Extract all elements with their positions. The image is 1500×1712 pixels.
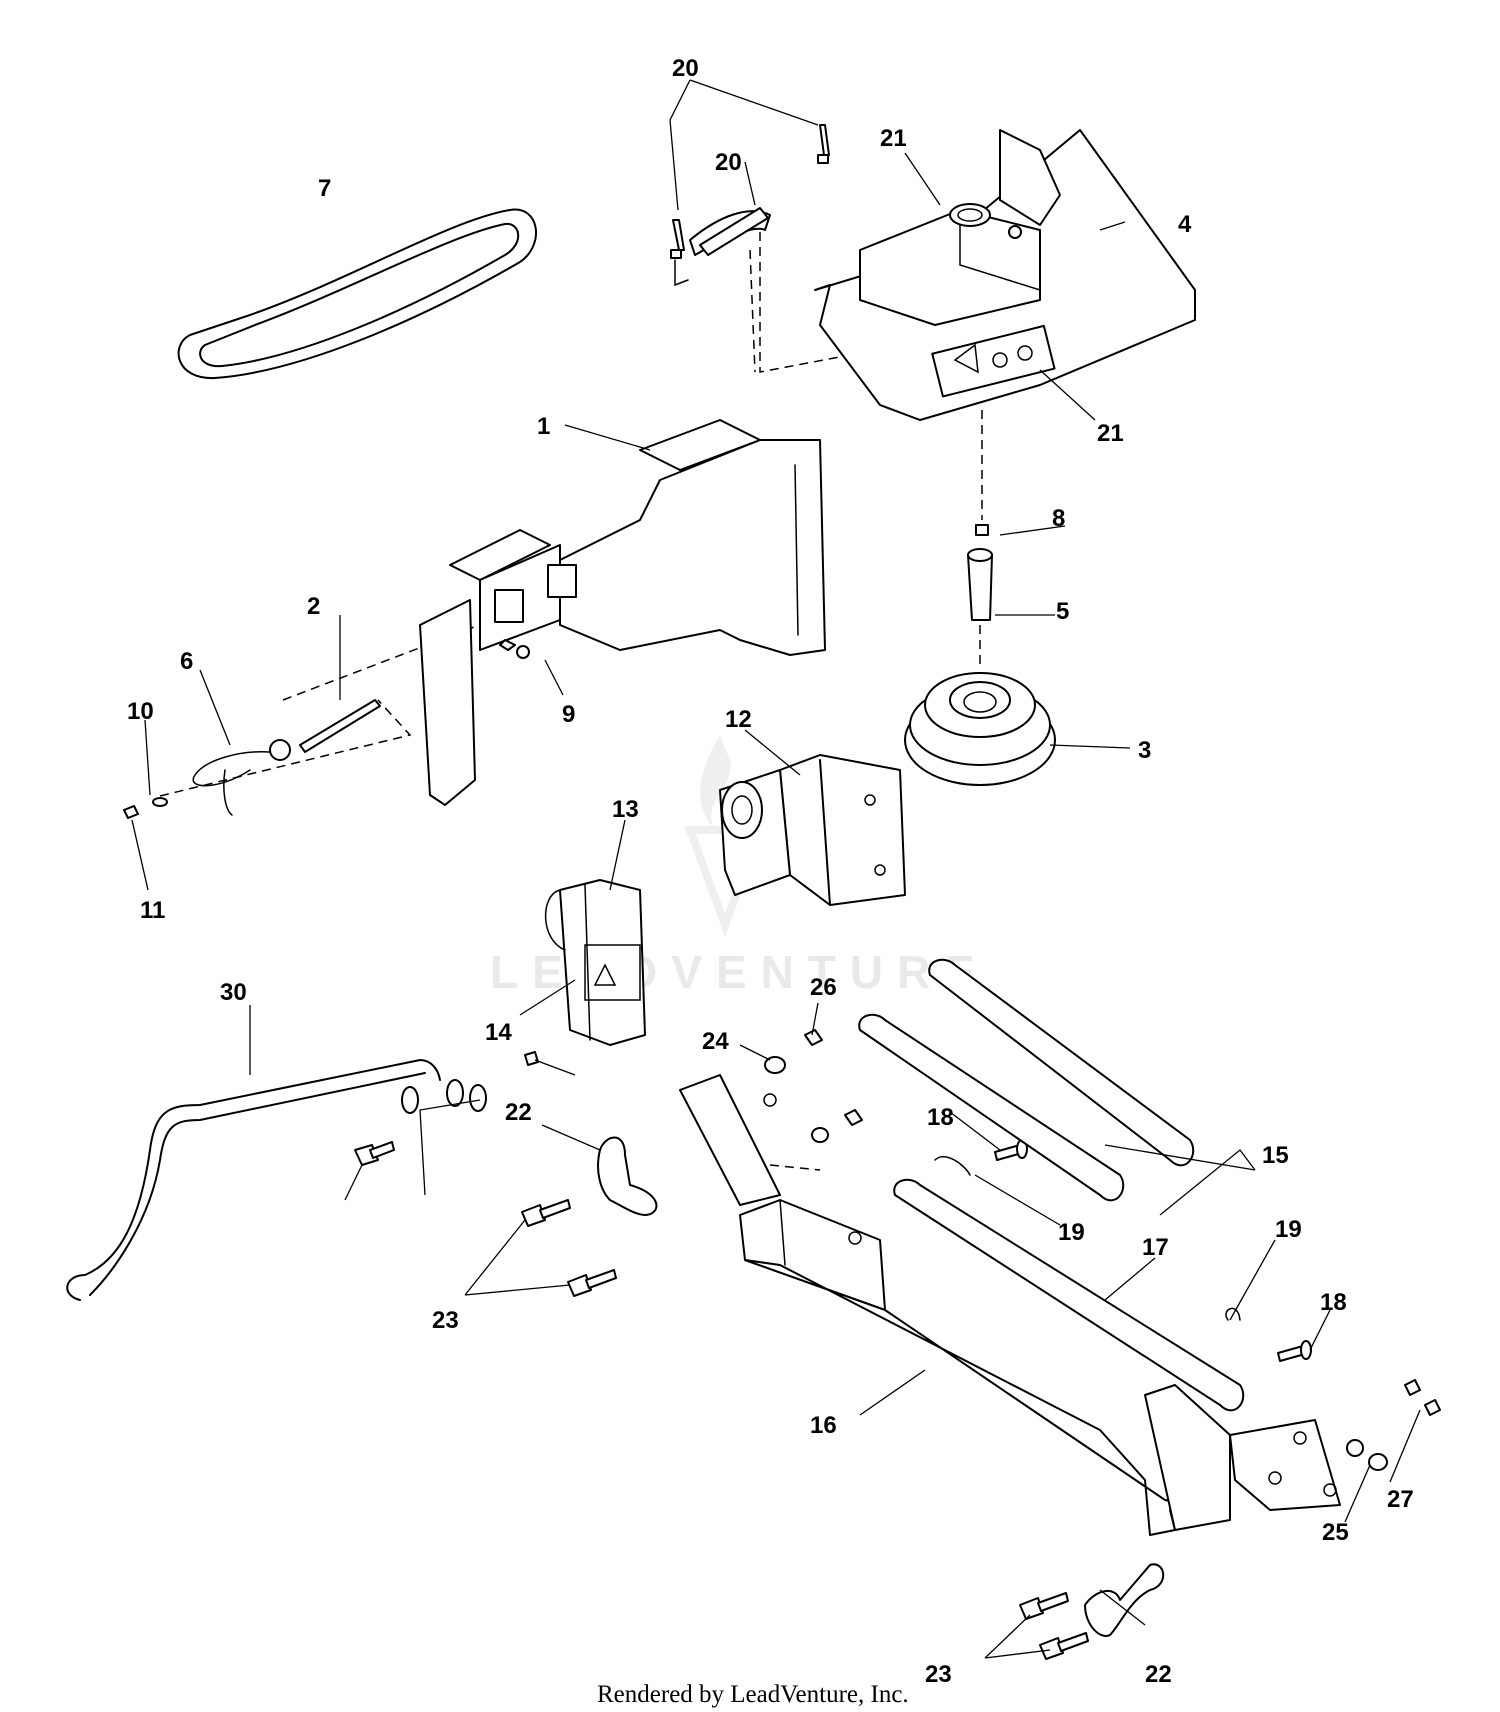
- callout-7: 7: [318, 175, 331, 202]
- callout-21-bottom: 23: [925, 1661, 952, 1688]
- belt: [177, 208, 537, 380]
- small-hardware: [354, 1029, 1441, 1471]
- callout-28: 21: [1097, 420, 1124, 447]
- rod: [66, 1059, 464, 1301]
- callout-1: 1: [537, 413, 550, 440]
- latch-assembly: [670, 124, 830, 287]
- callout-19-right: 19: [1275, 1216, 1302, 1243]
- warning-plate: [544, 879, 646, 1046]
- callout-8: 8: [1052, 505, 1065, 532]
- callout-2: 2: [307, 593, 320, 620]
- deck-cover: [814, 129, 1196, 421]
- callout-22-right: 25: [1322, 1519, 1349, 1546]
- callout-3: 3: [1138, 737, 1151, 764]
- callout-15: 15: [1262, 1142, 1289, 1169]
- callouts: 20 20 21 4 21 7 1 2 6 10 11 8 5 3 9 12 1…: [127, 55, 1414, 1688]
- mounting-bracket: [123, 419, 826, 819]
- callout-13: 13: [612, 796, 639, 823]
- callout-25: 20: [715, 149, 742, 176]
- callout-12: 12: [725, 706, 752, 733]
- callout-19-mid: 19: [1058, 1219, 1085, 1246]
- callout-17: 17: [1142, 1234, 1169, 1261]
- callout-22-top: 24: [702, 1028, 729, 1055]
- callout-18-right: 18: [1320, 1289, 1347, 1316]
- callout-4: 4: [1178, 211, 1192, 238]
- spindle-pulley: [904, 524, 1056, 786]
- callout-23-top: 26: [810, 974, 837, 1001]
- callout-9: 9: [562, 701, 575, 728]
- callout-6: 6: [180, 648, 193, 675]
- frame-assembly: [679, 958, 1341, 1536]
- callout-26: 20: [672, 55, 699, 82]
- callout-18-top: 18: [927, 1104, 954, 1131]
- bearing-bracket: [719, 754, 906, 906]
- watermark-flame-icon: [700, 735, 731, 830]
- callout-23-right: 27: [1387, 1486, 1414, 1513]
- footer-credit: Rendered by LeadVenture, Inc.: [597, 1681, 909, 1708]
- callout-14: 14: [485, 1019, 512, 1046]
- callout-24: 30: [220, 979, 247, 1006]
- callout-20-left: 22: [505, 1099, 532, 1126]
- leader-lines: [131, 79, 1421, 1659]
- callout-21-left: 23: [432, 1307, 459, 1334]
- callout-27: 21: [880, 125, 907, 152]
- callout-16: 16: [810, 1412, 837, 1439]
- callout-10: 10: [127, 698, 154, 725]
- callout-11: 11: [140, 897, 165, 924]
- callout-5: 5: [1056, 598, 1069, 625]
- clamps-and-pins: [521, 1136, 1312, 1660]
- callout-20-bottom: 22: [1145, 1661, 1172, 1688]
